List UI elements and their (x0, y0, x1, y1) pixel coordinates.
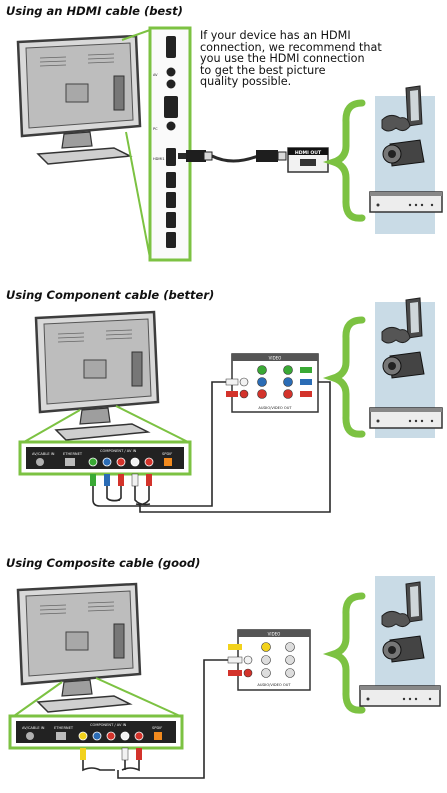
panel-label: VIDEO (269, 356, 282, 361)
tv-back-icon (16, 582, 142, 714)
panel-label: VIDEO (268, 632, 281, 637)
hdmi-diagram: AV PC HDMI1 HDMI OUT (16, 26, 443, 262)
panel-label: COMPONENT / AV IN (90, 723, 127, 727)
device-group-brace (322, 316, 366, 438)
panel-label: AV/CABLE IN (32, 452, 55, 456)
section-title-composite: Using Composite cable (good) (6, 556, 201, 570)
hdmi-recommendation-note: If your device has an HDMI connection, w… (200, 30, 400, 88)
panel-label: ETHERNET (63, 452, 83, 456)
svg-text:PC: PC (153, 127, 158, 131)
tv-back-icon (34, 310, 160, 442)
tv-back-icon (16, 34, 142, 166)
panel-label: AUDIO/VIDEO OUT (257, 683, 291, 687)
note-line: If your device has an HDMI (200, 29, 351, 42)
panel-label: AUDIO/VIDEO OUT (258, 406, 292, 410)
section-title-hdmi: Using an HDMI cable (best) (6, 4, 183, 18)
panel-label: SPDIF (162, 452, 172, 456)
note-line: connection, we recommend that (200, 40, 382, 54)
panel-label: SPDIF (152, 726, 162, 730)
note-line: quality possible. (200, 75, 292, 89)
note-line: you use the HDMI connection (200, 52, 365, 66)
panel-label: COMPONENT / AV IN (100, 449, 137, 453)
section-title-component: Using Component cable (better) (6, 288, 215, 302)
panel-label: AV/CABLE IN (22, 726, 45, 730)
panel-label: ETHERNET (54, 726, 74, 730)
svg-text:HDMI1: HDMI1 (153, 157, 165, 161)
hdmi-out-label: HDMI OUT (295, 150, 322, 156)
device-background (375, 96, 435, 234)
note-line: to get the best picture (200, 63, 326, 77)
composite-diagram: AV/CABLE IN ETHERNET COMPONENT / AV IN S… (8, 576, 441, 779)
svg-text:AV: AV (153, 73, 158, 77)
device-group-brace (322, 99, 366, 222)
component-diagram: AV/CABLE IN ETHERNET COMPONENT / AV IN S… (18, 297, 443, 513)
device-group-brace (322, 592, 366, 714)
